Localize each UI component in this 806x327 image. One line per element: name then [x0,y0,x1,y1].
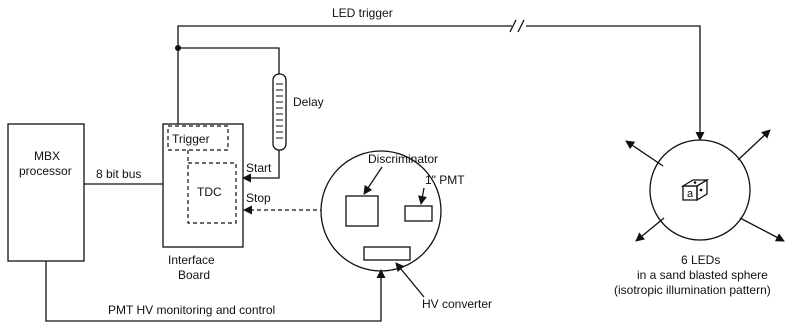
stop-label: Stop [246,191,271,205]
led-label-3: (isotropic illumination pattern) [614,283,771,297]
interface-label: Interface [168,253,215,267]
interface-board-box [162,123,244,248]
delay-line [178,47,287,183]
mbx-label-2: processor [19,164,72,178]
discriminator-pointer [363,166,383,195]
interface-label-2: Board [178,268,210,282]
led-label-2: in a sand blasted sphere [637,268,768,282]
delay-label: Delay [293,95,324,109]
led-trigger-line [175,19,705,141]
mbx-processor-box [7,123,85,262]
pmt-label: 1" PMT [425,173,465,187]
line-break-symbol [509,19,525,33]
emission-arrows [625,129,785,242]
hv-converter-label: HV converter [422,297,492,311]
trigger-block [167,125,229,151]
hv-converter-box [363,246,411,261]
start-label: Start [246,161,272,175]
mbx-label: MBX [34,149,60,163]
led-trigger-label: LED trigger [332,6,393,20]
led-label-1: 6 LEDs [681,253,720,267]
trigger-label: Trigger [172,132,210,146]
tdc-block [187,162,237,224]
hv-converter-pointer [395,262,425,298]
tdc-label: TDC [197,185,222,199]
pmt-box [404,205,433,222]
led-die-icon [680,178,710,202]
pmt-pointer [418,187,427,205]
hv-link-label: PMT HV monitoring and control [108,303,275,317]
discriminator-box [345,195,379,227]
bus-label: 8 bit bus [96,167,141,181]
hv-control-line [45,261,386,322]
delay-coil [272,73,287,151]
die-mark: a [687,188,694,200]
discriminator-label: Discriminator [368,152,438,166]
